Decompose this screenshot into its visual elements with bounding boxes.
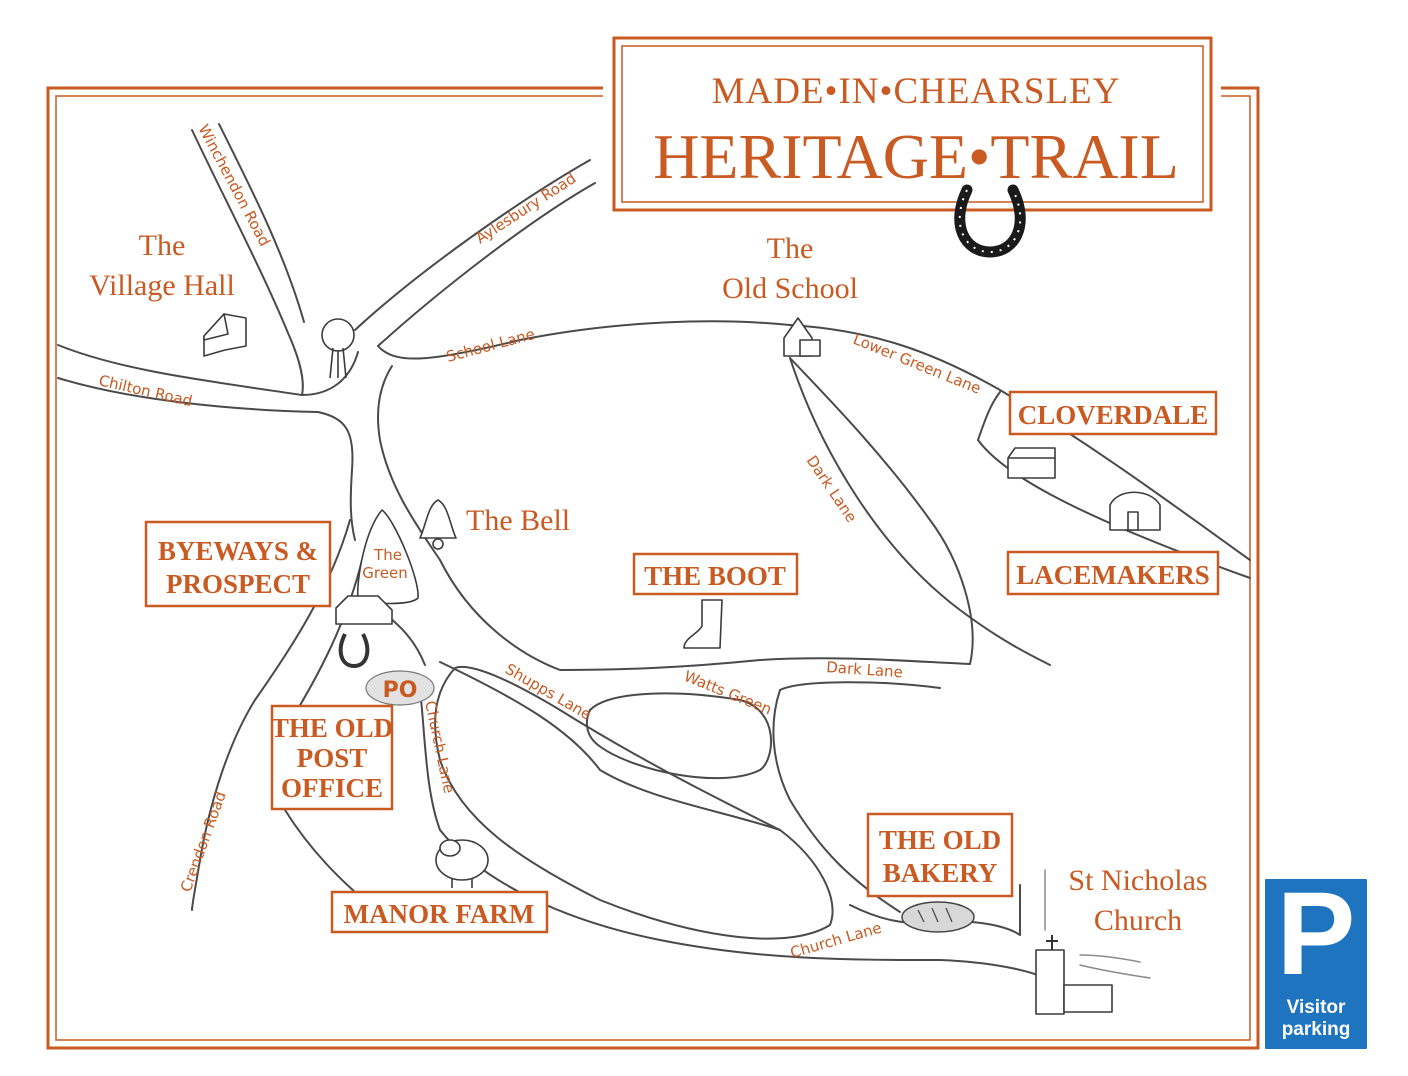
horseshoe-icon — [954, 184, 1026, 258]
trail-stop-the-boot[interactable]: THE BOOT — [632, 552, 799, 596]
church-icon — [1035, 935, 1113, 1015]
tree-icon — [321, 318, 355, 379]
road-label-aylesbury: Aylesbury Road — [472, 169, 579, 247]
old-bakery-label-2: BAKERY — [883, 858, 998, 888]
byeways-label-2: PROSPECT — [166, 569, 310, 599]
old-bakery-label-1: THE OLD — [879, 825, 1001, 855]
byeways-house-icon — [335, 595, 393, 625]
po-marker: PO — [365, 670, 435, 706]
trail-stop-byeways-prospect[interactable]: BYEWAYS & PROSPECT — [144, 520, 332, 608]
road-label-lower-green: Lower Green Lane — [851, 330, 984, 398]
boot-label: THE BOOT — [644, 561, 786, 591]
road-label-crendon: Crendon Road — [177, 789, 230, 894]
village-hall-label-2: Village Hall — [89, 269, 235, 302]
place-labels: The Village Hall The Old School The Bell… — [89, 229, 1207, 937]
trail-stop-old-bakery[interactable]: THE OLD BAKERY — [866, 812, 1014, 898]
trail-stop-lacemakers[interactable]: LACEMAKERS — [1006, 550, 1220, 596]
parking-caption-line-2: parking — [1281, 1019, 1351, 1040]
old-school-label-1: The — [767, 232, 814, 265]
road-label-watts: Watts Green — [682, 667, 775, 718]
village-hall-icon — [203, 313, 247, 357]
parking-letter: P — [1276, 868, 1356, 1000]
visitor-parking-sign: P Visitor parking — [1263, 869, 1369, 1051]
old-school-label-2: Old School — [722, 272, 858, 305]
trail-stop-old-post-office[interactable]: THE OLD POST OFFICE — [270, 704, 394, 811]
cloverdale-label: CLOVERDALE — [1018, 400, 1209, 430]
trail-stop-manor-farm[interactable]: MANOR FARM — [330, 890, 549, 934]
road-label-winchendon: Winchendon Road — [194, 121, 273, 249]
parking-caption-line-1: Visitor — [1286, 997, 1346, 1018]
parking-caption: Visitor parking — [1265, 997, 1367, 1041]
old-po-label-3: OFFICE — [281, 773, 383, 803]
small-horseshoe-icon — [338, 633, 370, 669]
green-label-2: Green — [362, 564, 407, 582]
road-label-dark-lane-2: Dark Lane — [826, 658, 904, 681]
map-frame — [46, 86, 1260, 1050]
church-label-2: Church — [1094, 904, 1182, 937]
school-icon — [783, 317, 821, 357]
byeways-label-1: BYEWAYS & — [158, 536, 318, 566]
old-po-label-2: POST — [297, 743, 368, 773]
cloverdale-house-icon — [1007, 447, 1056, 479]
po-label: PO — [383, 678, 418, 703]
road-label-church-lane-2: Church Lane — [788, 919, 883, 962]
road-label-school-lane: School Lane — [444, 325, 536, 366]
trail-stop-cloverdale[interactable]: CLOVERDALE — [1008, 390, 1218, 436]
bread-icon — [901, 901, 975, 933]
road-label-church-lane-1: Church Lane — [421, 699, 458, 795]
manor-farm-label: MANOR FARM — [344, 899, 535, 929]
sheep-icon — [435, 839, 489, 888]
church-label-1: St Nicholas — [1068, 864, 1207, 897]
the-green: The Green — [356, 509, 419, 605]
title-line-2: HERITAGE•TRAIL — [653, 121, 1179, 192]
green-label-1: The — [373, 546, 402, 564]
lacemakers-house-icon — [1109, 491, 1161, 531]
title-box: MADE•IN•CHEARSLEY HERITAGE•TRAIL — [612, 36, 1213, 212]
boot-icon — [683, 599, 723, 649]
bell-icon — [419, 499, 457, 550]
village-hall-label-1: The — [139, 229, 186, 262]
title-line-1: MADE•IN•CHEARSLEY — [712, 71, 1121, 112]
bell-label: The Bell — [466, 504, 570, 537]
lacemakers-label: LACEMAKERS — [1016, 560, 1210, 590]
old-po-label-1: THE OLD — [271, 713, 393, 743]
